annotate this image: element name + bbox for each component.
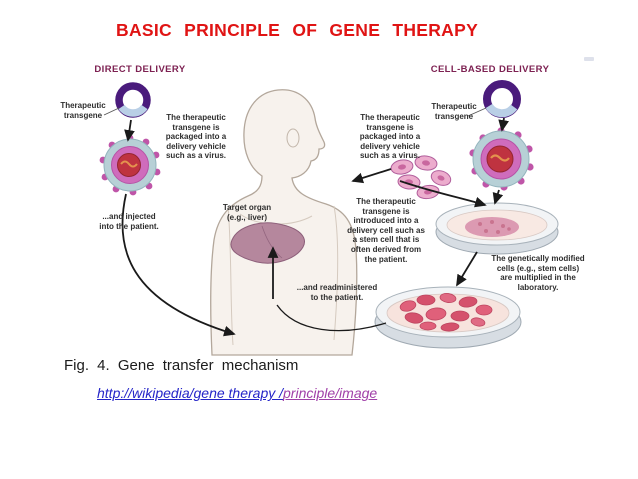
multiplied-text: The genetically modified cells (e.g., st… (491, 254, 585, 292)
cells-icon (390, 155, 452, 200)
stray-mark (584, 57, 594, 61)
source-link[interactable]: http://wikipedia/gene therapy /principle… (97, 385, 377, 401)
target-organ-label: Target organ (e.g., liver) (222, 203, 272, 222)
direct-delivery-heading: DIRECT DELIVERY (94, 64, 186, 75)
petri-dish-icon-large (374, 286, 522, 349)
cell-based-delivery-heading: CELL-BASED DELIVERY (430, 64, 550, 75)
readministered-text: ...and readministered to the patient. (296, 283, 378, 302)
injected-text: ...and injected into the patient. (99, 212, 159, 231)
left-transgene-label: Therapeutic transgene (60, 101, 106, 120)
virus-icon-right (469, 127, 534, 191)
arrow-cells-to-body (351, 168, 392, 184)
petri-dish-icon-small (435, 202, 559, 255)
arrow-right-plasmid-to-virus (498, 117, 509, 132)
right-packaged-text: The therapeutic transgene is packaged in… (359, 113, 421, 161)
arrow-right-virus-to-dish (492, 189, 504, 205)
curve-dish-to-body (276, 304, 387, 332)
introduced-text: The therapeutic transgene is introduced … (347, 197, 425, 264)
plasmid-icon-left (115, 82, 151, 118)
figure-caption: Fig. 4. Gene transfer mechanism (64, 357, 299, 374)
arrow-left-plasmid-to-virus (124, 119, 135, 142)
slide-title: BASIC PRINCIPLE OF GENE THERAPY (116, 20, 479, 40)
source-link-path[interactable]: principle/image (283, 385, 378, 401)
left-packaged-text: The therapeutic transgene is packaged in… (165, 113, 227, 161)
source-link-main[interactable]: http://wikipedia/gene therapy / (97, 385, 284, 401)
right-transgene-label: Therapeutic transgene (431, 102, 477, 121)
plasmid-icon-right (483, 80, 521, 118)
liver-icon (230, 222, 305, 264)
